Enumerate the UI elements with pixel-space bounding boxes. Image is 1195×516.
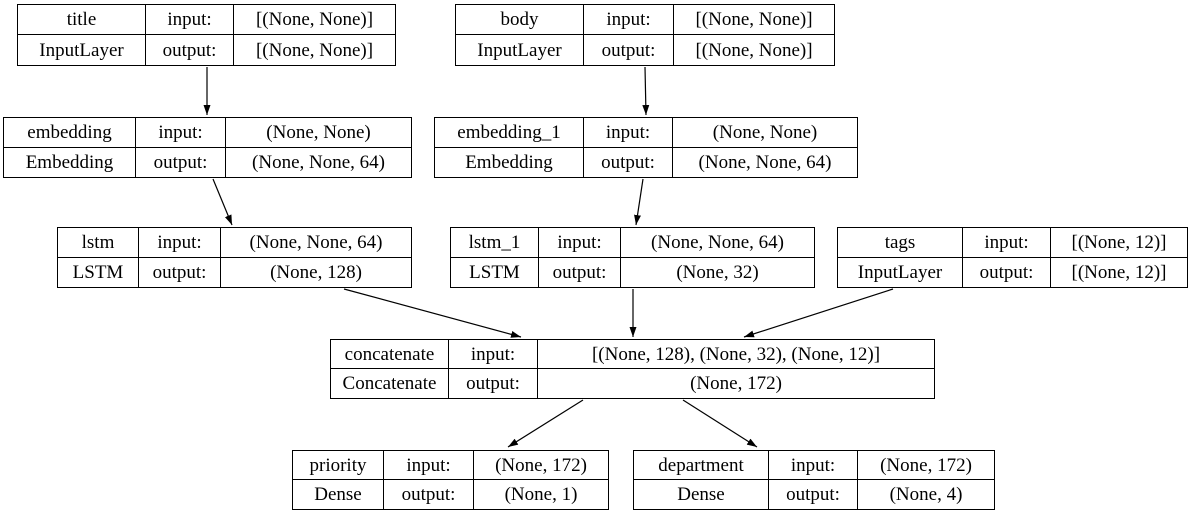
output-label: output:	[139, 257, 221, 287]
input-shape: [(None, None)]	[674, 5, 834, 35]
node-embedding_1: embedding_1 input: (None, None) Embeddin…	[434, 117, 858, 178]
edge-lstm-concatenate	[343, 288, 522, 338]
output-label: output:	[384, 480, 474, 509]
edge-tags-concatenate	[743, 288, 894, 338]
layer-type: Dense	[293, 480, 384, 509]
input-label: input:	[584, 118, 673, 148]
output-label: output:	[539, 257, 621, 287]
output-shape: [(None, None)]	[695, 39, 813, 61]
output-label: output:	[769, 480, 858, 509]
output-shape: (None, 1)	[504, 484, 578, 505]
input-shape: (None, 172)	[474, 451, 608, 480]
input-shape: [(None, 128), (None, 32), (None, 12)]	[538, 340, 934, 369]
edge-body-embedding_1	[642, 66, 650, 116]
node-body: body input: [(None, None)] InputLayer ou…	[455, 4, 835, 66]
layer-name: department	[634, 451, 769, 480]
node-tags: tags input: [(None, 12)] InputLayer outp…	[837, 227, 1188, 288]
node-title: title input: [(None, None)] InputLayer o…	[17, 4, 396, 66]
edge-embedding_1-lstm_1	[634, 178, 644, 226]
input-label: input:	[539, 228, 621, 258]
layer-type: Embedding	[4, 147, 136, 177]
output-label: output:	[449, 369, 538, 398]
node-priority: priority input: (None, 172) Dense output…	[292, 450, 609, 510]
output-shape: (None, 172)	[690, 373, 782, 394]
output-shape: [(None, None)]	[255, 39, 374, 61]
input-shape: [(None, None)]	[234, 5, 395, 35]
input-shape: (None, None, 64)	[621, 228, 814, 258]
layer-name: lstm_1	[451, 228, 539, 258]
node-lstm: lstm input: (None, None, 64) LSTM output…	[57, 227, 412, 288]
output-label: output:	[963, 257, 1051, 287]
layer-name: tags	[838, 228, 963, 258]
layer-type: InputLayer	[456, 35, 584, 65]
input-label: input:	[449, 340, 538, 369]
layer-name: lstm	[58, 228, 139, 258]
layer-name: embedding_1	[435, 118, 584, 148]
layer-name: title	[18, 5, 146, 35]
output-label: output:	[584, 147, 673, 177]
output-shape: [(None, 12)]	[1071, 261, 1167, 283]
node-embedding: embedding input: (None, None) Embedding …	[3, 117, 412, 178]
input-shape: (None, None, 64)	[221, 228, 411, 258]
output-shape: (None, 4)	[889, 484, 963, 505]
output-label: output:	[136, 147, 226, 177]
output-label: output:	[584, 35, 674, 65]
node-lstm_1: lstm_1 input: (None, None, 64) LSTM outp…	[450, 227, 815, 288]
input-label: input:	[146, 5, 234, 35]
input-label: input:	[384, 451, 474, 480]
layer-name: concatenate	[331, 340, 449, 369]
input-label: input:	[963, 228, 1051, 258]
layer-type: Concatenate	[331, 369, 449, 398]
layer-type: LSTM	[451, 257, 539, 287]
edge-concatenate-priority	[507, 399, 584, 448]
layer-type: Dense	[634, 480, 769, 509]
input-shape: (None, None)	[226, 118, 411, 148]
layer-type: InputLayer	[838, 257, 963, 287]
input-label: input:	[584, 5, 674, 35]
input-label: input:	[136, 118, 226, 148]
input-label: input:	[139, 228, 221, 258]
edge-embedding-lstm	[212, 178, 233, 226]
layer-name: body	[456, 5, 584, 35]
output-shape: (None, 32)	[676, 261, 759, 283]
layer-name: priority	[293, 451, 384, 480]
layer-type: Embedding	[435, 147, 584, 177]
layer-name: embedding	[4, 118, 136, 148]
output-label: output:	[146, 35, 234, 65]
node-department: department input: (None, 172) Dense outp…	[633, 450, 995, 510]
layer-type: InputLayer	[18, 35, 146, 65]
input-shape: (None, 172)	[858, 451, 994, 480]
node-concatenate: concatenate input: [(None, 128), (None, …	[330, 339, 935, 399]
edge-concatenate-department	[682, 399, 758, 448]
output-shape: (None, None, 64)	[252, 151, 385, 173]
output-shape: (None, None, 64)	[698, 151, 832, 173]
input-shape: [(None, 12)]	[1051, 228, 1187, 258]
output-shape: (None, 128)	[270, 261, 362, 283]
input-shape: (None, None)	[673, 118, 857, 148]
layer-type: LSTM	[58, 257, 139, 287]
input-label: input:	[769, 451, 858, 480]
